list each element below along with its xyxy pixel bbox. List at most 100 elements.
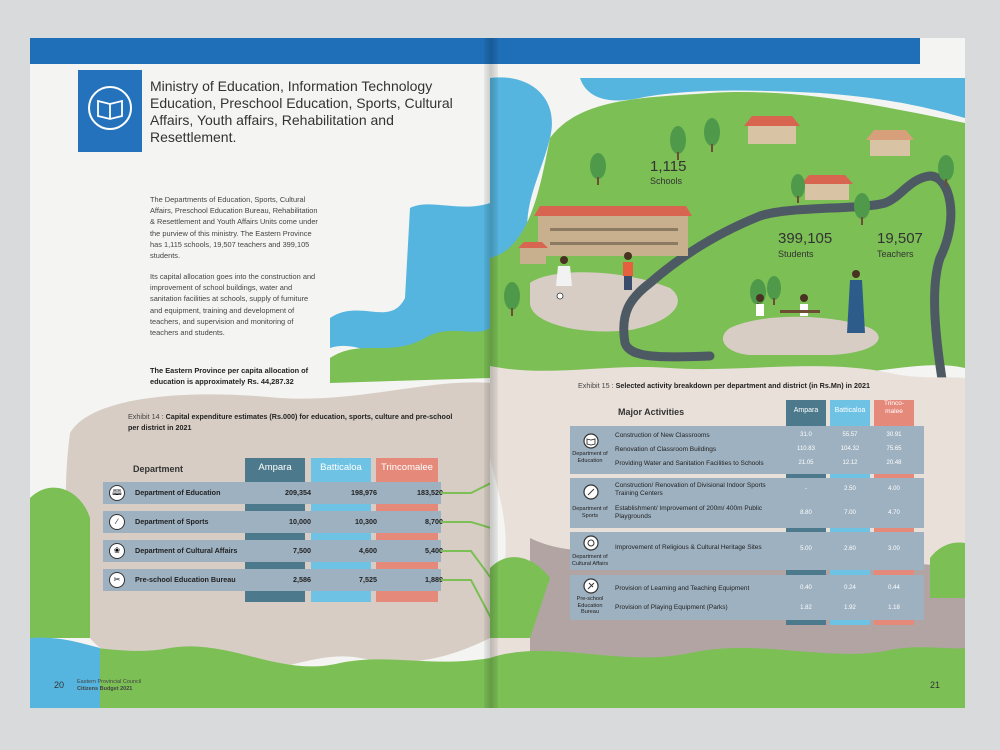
col-head-batticaloa: Batticaloa <box>834 407 866 414</box>
row-department-name: Department of Education <box>135 488 221 497</box>
col-head-trincomalee: Trincomalee <box>381 462 433 473</box>
activity-name: Providing Water and Sanitation Facilitie… <box>615 460 764 467</box>
dept-label-preschool: Pre-school Education Bureau <box>576 596 604 615</box>
dept-label-sports: Department of Sports <box>572 506 608 519</box>
book-icon <box>88 86 132 130</box>
cell-batticaloa: 0.24 <box>844 585 856 591</box>
cell-ampara: 7,500 <box>293 546 311 555</box>
col-head-trincomalee: Trinco- malee <box>884 400 904 415</box>
top-blue-band <box>490 38 920 64</box>
exhibit-15-title: Selected activity breakdown per departme… <box>615 381 870 390</box>
cell-ampara: - <box>805 486 807 492</box>
cell-trincomalee: 30.91 <box>886 432 902 438</box>
cell-trincomalee: 1.18 <box>888 605 900 611</box>
cell-batticaloa: 7,525 <box>359 575 377 584</box>
preschool-icon <box>583 578 599 594</box>
schools-count: 1,115 <box>650 158 687 175</box>
cell-batticaloa: 55.57 <box>842 432 858 438</box>
activity-name: Construction/ Renovation of Divisional I… <box>615 482 766 497</box>
cell-trincomalee: 75.65 <box>886 446 902 452</box>
activity-name: Establishment/ Improvement of 200m/ 400m… <box>615 505 763 520</box>
cell-batticaloa: 198,976 <box>351 488 377 497</box>
cell-ampara: 2,586 <box>293 575 311 584</box>
cell-batticaloa: 2.50 <box>844 486 856 492</box>
table-group-education: Department of Education Construction of … <box>570 426 924 474</box>
table-row: ∕ Department of Sports 10,000 10,300 8,7… <box>103 511 443 533</box>
activity-name: Construction of New Classrooms <box>615 432 710 439</box>
col-head-ampara: Ampara <box>793 407 819 414</box>
cell-trincomalee: 183,520 <box>417 488 443 497</box>
cell-ampara: 0.40 <box>800 585 812 591</box>
cell-batticaloa: 10,300 <box>355 517 377 526</box>
cell-trincomalee: 0.44 <box>888 585 900 591</box>
ministry-title: Ministry of Education, Information Techn… <box>150 78 453 145</box>
cell-batticaloa: 1.92 <box>844 605 856 611</box>
dept-label-education: Department of Education <box>572 451 608 464</box>
row-department-name: Pre-school Education Bureau <box>135 575 236 584</box>
connector-lines <box>441 482 490 619</box>
exhibit-14-caption: Exhibit 14 : Capital expenditure estimat… <box>128 411 458 433</box>
education-icon-box <box>78 70 142 152</box>
schools-label: Schools <box>650 176 683 186</box>
activity-name: Provision of Playing Equipment (Parks) <box>615 604 728 611</box>
footer-publisher: Eastern Provincial Council Citizens Budg… <box>77 679 141 693</box>
page-gutter <box>484 38 498 708</box>
activity-name: Improvement of Religious & Cultural Heri… <box>615 544 762 551</box>
cell-ampara: 21.05 <box>798 460 814 466</box>
table-row: 🕮 Department of Education 209,354 198,97… <box>103 482 443 504</box>
table-group-sports: Department of Sports Construction/ Renov… <box>570 478 924 528</box>
cell-trincomalee: 4.00 <box>888 486 900 492</box>
cell-trincomalee: 1,889 <box>425 575 443 584</box>
table-group-preschool: Pre-school Education Bureau Provision of… <box>570 575 924 620</box>
cell-ampara: 10,000 <box>289 517 311 526</box>
cell-trincomalee: 4.70 <box>888 510 900 516</box>
cell-ampara: 1.82 <box>800 605 812 611</box>
exhibit-14-label: Exhibit 14 : <box>128 412 166 421</box>
cell-trincomalee: 3.00 <box>888 546 900 552</box>
intro-paragraph: The Departments of Education, Sports, Cu… <box>150 195 318 261</box>
students-count: 399,105 <box>778 230 833 247</box>
cell-batticaloa: 4,600 <box>359 546 377 555</box>
page-number-left: 20 <box>54 680 65 690</box>
table-group-cultural: Department of Cultural Affairs Improveme… <box>570 532 924 570</box>
teachers-count: 19,507 <box>877 230 923 247</box>
per-capita-note: The Eastern Province per capita allocati… <box>150 366 309 387</box>
activity-name: Renovation of Classroom Buildings <box>615 446 717 453</box>
col-head-ampara: Ampara <box>258 462 292 473</box>
cell-ampara: 8.80 <box>800 510 812 516</box>
row-department-name: Department of Sports <box>135 517 209 526</box>
cell-trincomalee: 5,400 <box>425 546 443 555</box>
culture-icon: ❀ <box>109 543 125 559</box>
exhibit-15-label: Exhibit 15 : <box>578 381 616 390</box>
cell-ampara: 5.00 <box>800 546 812 552</box>
sports-icon: ∕ <box>109 514 125 530</box>
top-blue-band <box>30 38 490 64</box>
exhibit-15-caption: Exhibit 15 : Selected activity breakdown… <box>578 381 958 390</box>
exhibit-14-title: Capital expenditure estimates (Rs.000) f… <box>128 412 453 432</box>
footer-line-1: Eastern Provincial Council <box>77 679 142 685</box>
allocation-paragraph: Its capital allocation goes into the con… <box>150 272 316 338</box>
book-icon: 🕮 <box>109 485 125 501</box>
cell-ampara: 31.0 <box>800 432 812 438</box>
cell-batticaloa: 7.00 <box>844 510 856 516</box>
cell-batticaloa: 104.32 <box>840 446 860 452</box>
cell-ampara: 209,354 <box>285 488 311 497</box>
activity-name: Provision of Learning and Teaching Equip… <box>615 585 750 592</box>
cell-batticaloa: 12.12 <box>842 460 858 466</box>
page-number-right: 21 <box>930 680 941 690</box>
book-icon <box>583 433 599 449</box>
preschool-icon: ✂ <box>109 572 125 588</box>
right-page: 1,115 Schools 399,105 Students 19,507 Te… <box>490 38 965 708</box>
col-head-batticaloa: Batticaloa <box>320 462 362 473</box>
cell-trincomalee: 8,700 <box>425 517 443 526</box>
department-header: Department <box>133 464 184 474</box>
dept-label-cultural: Department of Cultural Affairs <box>571 554 609 567</box>
cell-batticaloa: 2.60 <box>844 546 856 552</box>
students-label: Students <box>778 249 814 259</box>
culture-icon <box>583 535 599 551</box>
left-page: Ministry of Education, Information Techn… <box>30 38 490 708</box>
table-row: ❀ Department of Cultural Affairs 7,500 4… <box>103 540 443 562</box>
cell-ampara: 110.83 <box>797 446 815 452</box>
cell-trincomalee: 20.48 <box>886 460 902 466</box>
